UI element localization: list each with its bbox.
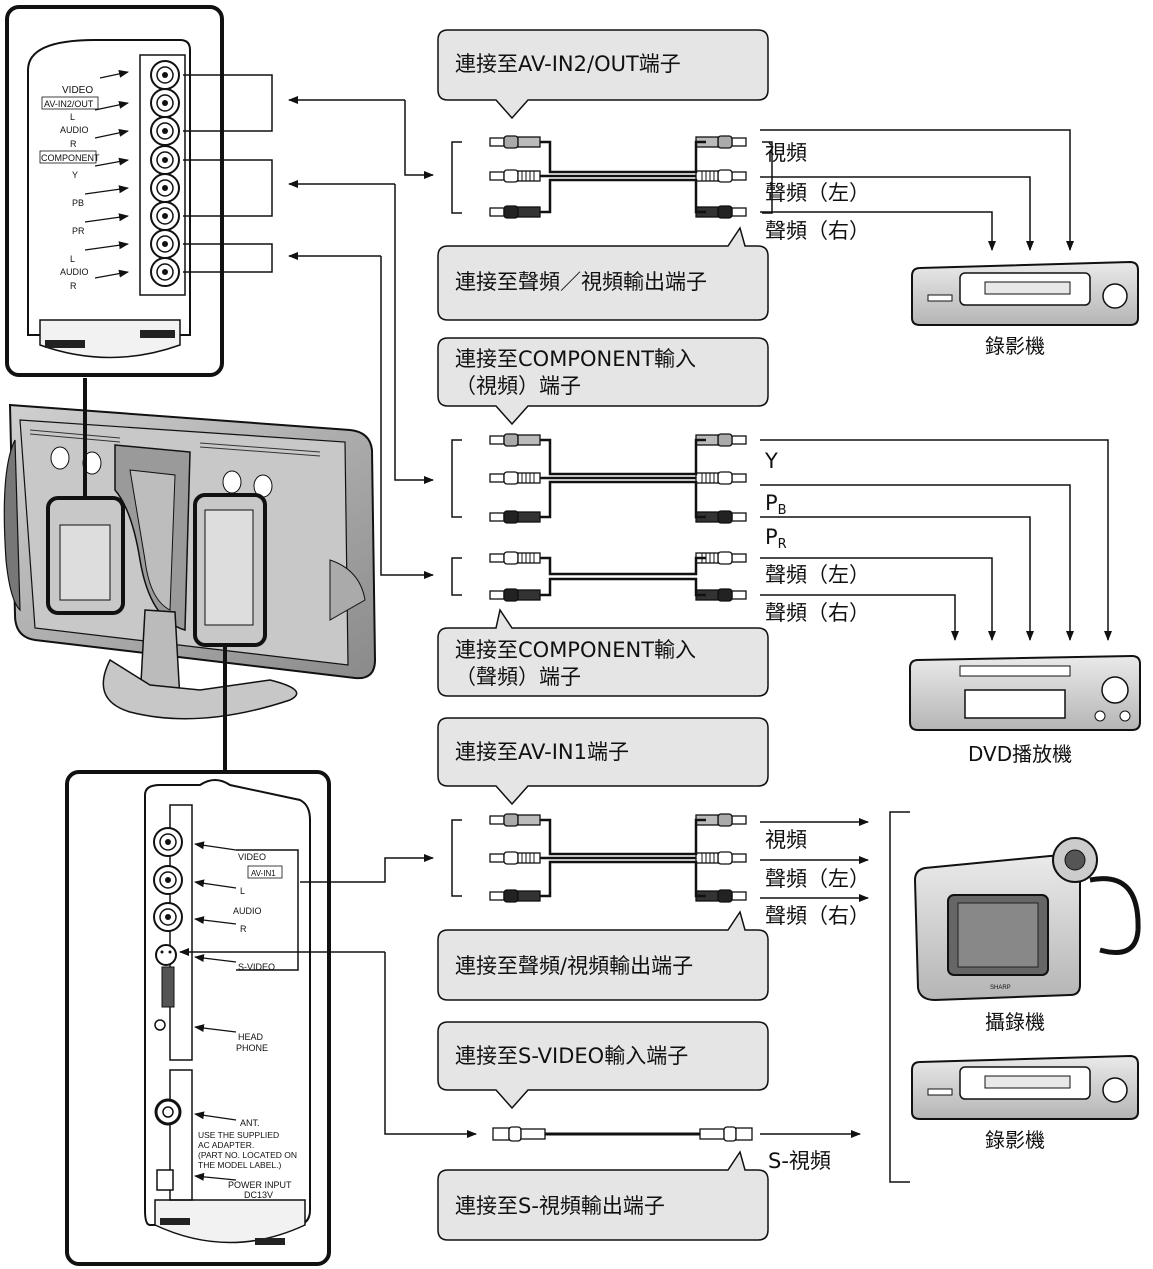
bottom-terminal-panel: VIDEO AV-IN1 L AUDIO R S-VIDEO HEAD PHON…: [67, 772, 329, 1264]
svg-text:AUDIO: AUDIO: [233, 906, 262, 916]
panel-avin2-label: AV-IN2/OUT: [44, 99, 94, 109]
svg-text:R: R: [70, 139, 77, 149]
bubble-text-av-in1: 連接至AV-IN1端子: [455, 738, 629, 766]
device-label-vcr-2: 錄影機: [985, 1128, 1045, 1152]
svg-text:(PART NO. LOCATED ON: (PART NO. LOCATED ON: [198, 1150, 297, 1160]
device-label-camcorder: 攝錄機: [985, 1010, 1045, 1034]
svg-text:PB: PB: [72, 198, 84, 208]
svg-text:Y: Y: [72, 170, 78, 180]
panel-component-label: COMPONENT: [41, 153, 100, 163]
svg-text:L: L: [70, 112, 75, 122]
svg-text:HEAD: HEAD: [238, 1032, 264, 1042]
top-terminal-panel: VIDEO AV-IN2/OUT L AUDIO R COMPONENT Y P…: [7, 7, 272, 375]
cable-set-av-in1: [452, 814, 746, 902]
camera-brand: SHARP: [990, 985, 1011, 991]
bubble-text-s-video-out: 連接至S-視頻輸出端子: [455, 1192, 665, 1220]
svg-text:PHONE: PHONE: [236, 1043, 268, 1053]
vcr-2-image: [912, 1056, 1138, 1119]
cable-set-component-audio: [452, 552, 746, 601]
label-dvd-y: Y: [765, 448, 778, 474]
svg-text:PR: PR: [72, 226, 85, 236]
svg-text:L: L: [70, 254, 75, 264]
bubble-text-component-audio-1: 連接至COMPONENT輸入: [455, 636, 696, 664]
bubble-text-component-video-1: 連接至COMPONENT輸入: [455, 345, 696, 373]
label-dvd-pr: PR: [765, 524, 787, 554]
svg-text:AUDIO: AUDIO: [60, 125, 89, 135]
bubble-text-av-out: 連接至聲頻／視頻輸出端子: [455, 268, 707, 296]
label-s-video: S-視頻: [768, 1148, 831, 1174]
cable-set-component-video: [452, 434, 746, 523]
panel-video-label-b: VIDEO: [238, 852, 266, 862]
panel-avin1-label: AV-IN1: [251, 869, 276, 878]
label-vcr-video: 視頻: [765, 140, 807, 166]
svg-text:L: L: [240, 886, 245, 896]
svg-text:DC13V: DC13V: [244, 1190, 273, 1200]
panel-video-label: VIDEO: [62, 85, 93, 96]
tv-back-view: [4, 378, 375, 772]
label-dvd-audio-r: 聲頻（右）: [765, 600, 870, 626]
cable-s-video: [493, 1127, 752, 1141]
device-label-dvd: DVD播放機: [968, 742, 1072, 766]
svg-text:R: R: [70, 281, 77, 291]
svg-text:AUDIO: AUDIO: [60, 267, 89, 277]
svg-text:R: R: [240, 924, 247, 934]
label-vcr-audio-r: 聲頻（右）: [765, 218, 870, 244]
label-dvd-pb: PB: [765, 490, 787, 520]
svg-text:THE MODEL LABEL.): THE MODEL LABEL.): [198, 1160, 281, 1170]
svg-text:AC ADAPTER.: AC ADAPTER.: [198, 1140, 254, 1150]
label-cam-audio-r: 聲頻（右）: [765, 903, 870, 929]
svg-text:USE THE SUPPLIED: USE THE SUPPLIED: [198, 1130, 279, 1140]
cable-set-av-in2: [452, 136, 772, 218]
camcorder-image: SHARP: [915, 838, 1138, 1000]
bubble-text-av-in2: 連接至AV-IN2/OUT端子: [455, 50, 681, 78]
device-label-vcr-1: 錄影機: [985, 334, 1045, 358]
label-vcr-audio-l: 聲頻（左）: [765, 180, 870, 206]
label-dvd-audio-l: 聲頻（左）: [765, 562, 870, 588]
svg-text:ANT.: ANT.: [240, 1118, 260, 1128]
bubble-text-av-out-2: 連接至聲頻/視頻輸出端子: [455, 952, 693, 980]
bubble-text-s-video-in: 連接至S-VIDEO輸入端子: [455, 1042, 688, 1070]
label-cam-video: 視頻: [765, 827, 807, 853]
svg-text:POWER INPUT: POWER INPUT: [228, 1180, 292, 1190]
label-cam-audio-l: 聲頻（左）: [765, 866, 870, 892]
vcr-1-image: [912, 262, 1138, 325]
dvd-player-image: [910, 656, 1140, 730]
bubble-text-component-video-2: （視頻）端子: [455, 372, 581, 400]
bubble-text-component-audio-2: （聲頻）端子: [455, 663, 581, 691]
